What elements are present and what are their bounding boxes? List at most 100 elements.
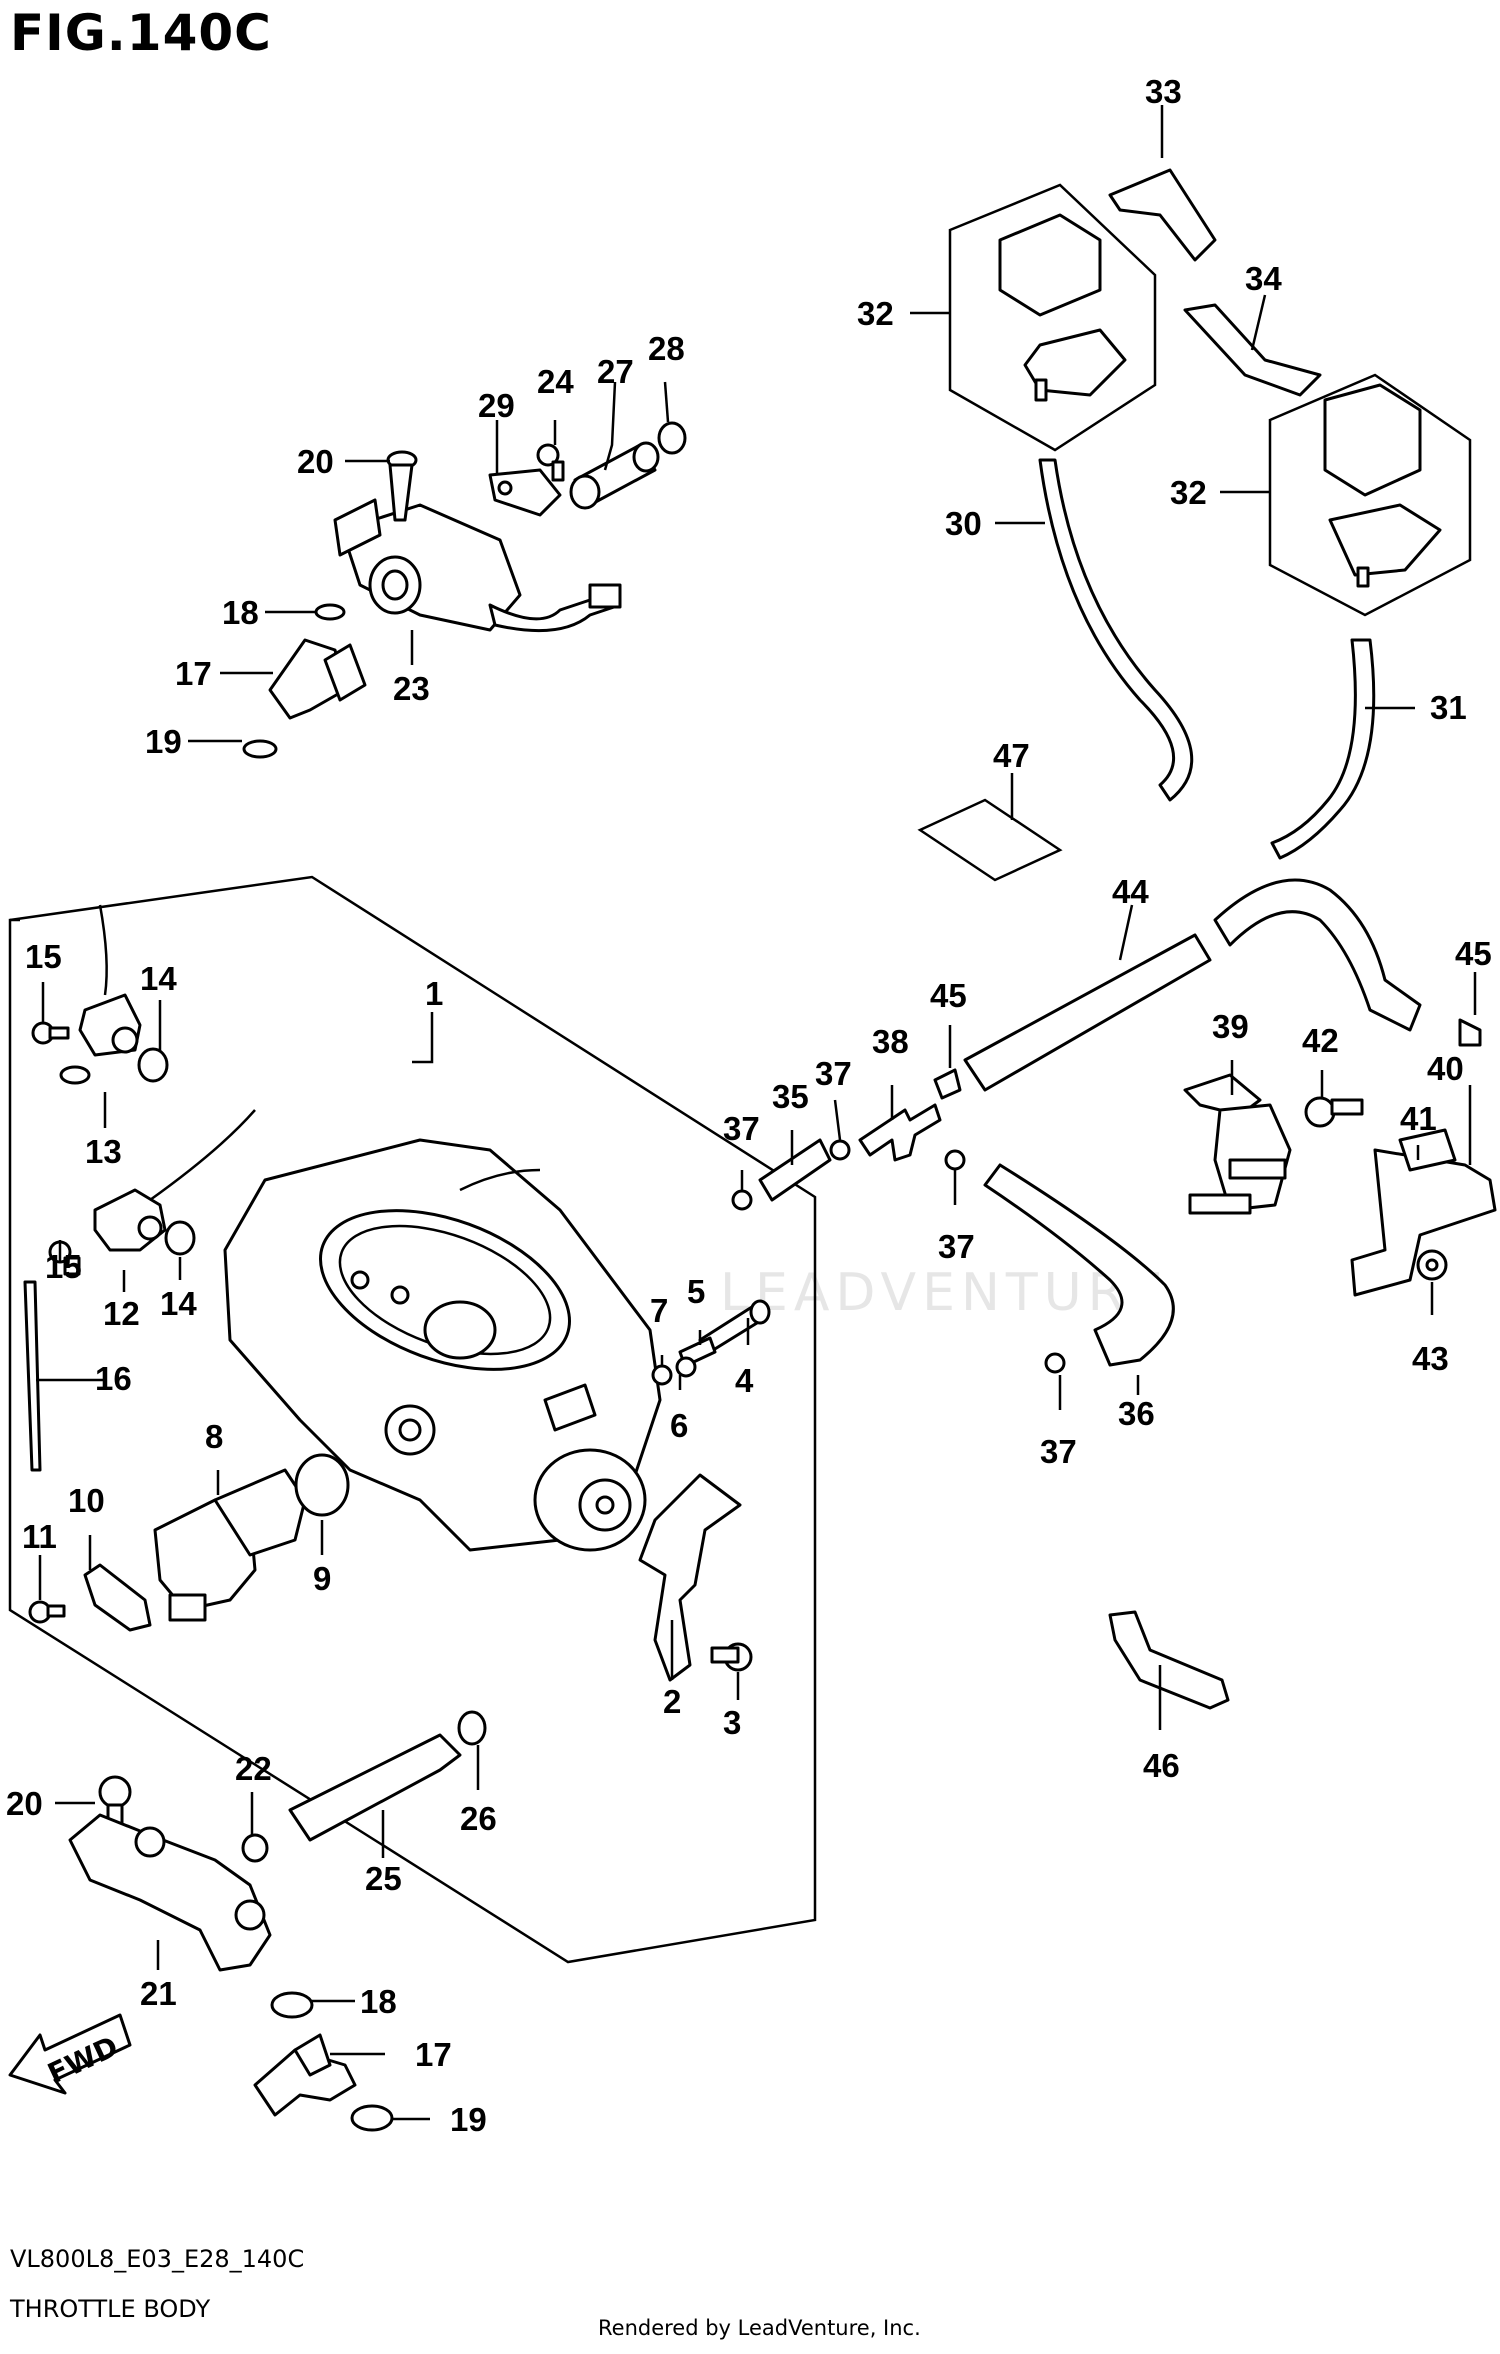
callout-27: 27 (597, 353, 634, 390)
plate-29 (488, 468, 562, 517)
coupler-32-lower (1323, 383, 1442, 588)
callout-4: 4 (735, 1362, 754, 1399)
label-47 (917, 798, 1063, 882)
callout-42: 42 (1302, 1022, 1339, 1059)
watermark: LEADVENTURE (720, 1263, 1169, 1323)
callout-23: 23 (393, 670, 430, 707)
screw-4 (698, 1299, 771, 1354)
callout-37-c: 37 (938, 1228, 975, 1265)
callout-46: 46 (1143, 1747, 1180, 1784)
callout-19-upper: 19 (145, 723, 182, 760)
t-joint-38 (858, 1103, 942, 1162)
callout-37-a: 37 (723, 1110, 760, 1147)
hose-30 (1038, 458, 1194, 802)
callout-15-upper: 15 (25, 938, 62, 975)
bracket-10 (83, 1563, 152, 1632)
callout-45-left: 45 (930, 977, 967, 1014)
callout-9: 9 (313, 1560, 331, 1597)
callout-37-d: 37 (1040, 1433, 1077, 1470)
leader-lines (36, 105, 1477, 2121)
throttle-body-group-frame (8, 875, 817, 1964)
callout-16: 16 (95, 1360, 132, 1397)
callouts: 1 2 3 4 5 6 7 8 9 10 11 12 13 14 14 15 1… (6, 73, 1492, 2138)
cable-tie-16 (23, 1280, 42, 1472)
solenoid-valve-39 (1183, 1073, 1292, 1215)
bracket-40 (1350, 1148, 1497, 1297)
o-ring-9 (294, 1453, 350, 1517)
callout-37-b: 37 (815, 1055, 852, 1092)
coupler-32-upper (998, 213, 1127, 402)
injector-17-lower (253, 2033, 357, 2117)
throttle-body-1 (223, 1138, 662, 1552)
connector-frame-32-lower (1268, 373, 1472, 617)
injector-17-upper (268, 638, 367, 720)
callout-32-lower: 32 (1170, 474, 1207, 511)
clip-45-left (933, 1068, 962, 1100)
sensor-assembly-13 (59, 904, 142, 1085)
callout-47: 47 (993, 737, 1030, 774)
model-code: VL800L8_E03_E28_140C (10, 2245, 305, 2273)
o-ring-18-lower (270, 1991, 314, 2019)
callout-30: 30 (945, 505, 982, 542)
washer-6 (675, 1356, 697, 1378)
connector-frame-32-upper (948, 183, 1157, 452)
callout-35: 35 (772, 1078, 809, 1115)
delivery-pipe-upper (333, 498, 622, 633)
callout-36: 36 (1118, 1395, 1155, 1432)
callout-21: 21 (140, 1975, 177, 2012)
bracket-46 (1108, 1610, 1230, 1710)
o-ring-18-upper (314, 603, 346, 621)
callout-40: 40 (1427, 1050, 1464, 1087)
callout-3: 3 (723, 1704, 741, 1741)
isc-valve-8 (153, 1468, 307, 1622)
callout-39: 39 (1212, 1008, 1249, 1045)
callout-31: 31 (1430, 689, 1467, 726)
callout-17-lower: 17 (415, 2036, 452, 2073)
hose-44 (963, 933, 1212, 1092)
o-ring-19-lower (350, 2104, 394, 2132)
bracket-2 (638, 1473, 742, 1682)
callout-6: 6 (670, 1407, 688, 1444)
o-ring-28 (657, 421, 687, 455)
callout-14-lower: 14 (160, 1285, 197, 1322)
nut-43 (1416, 1249, 1448, 1281)
callout-22: 22 (235, 1750, 272, 1787)
callout-7: 7 (650, 1292, 668, 1329)
callout-15-lower: 15 (45, 1248, 82, 1285)
washer-22 (241, 1833, 269, 1863)
section-name: THROTTLE BODY (10, 2295, 211, 2323)
hose-36 (983, 1163, 1175, 1367)
callout-41: 41 (1400, 1100, 1437, 1137)
clamp-37-d (1044, 1352, 1066, 1374)
figure-title: FIG.140C (10, 4, 272, 62)
hose-44-upper (1213, 878, 1422, 1032)
callout-32-upper: 32 (857, 295, 894, 332)
clamp-37-c (944, 1149, 966, 1171)
hose-35 (758, 1138, 832, 1202)
callout-25: 25 (365, 1860, 402, 1897)
screw-15-upper (31, 1021, 70, 1045)
callout-11: 11 (22, 1518, 57, 1555)
hose-31 (1270, 638, 1376, 860)
callout-10: 10 (68, 1482, 105, 1519)
screw-11 (28, 1600, 66, 1624)
fwd-arrow: FWD (8, 2013, 132, 2095)
callout-17-upper: 17 (175, 655, 212, 692)
clamp-33 (1108, 168, 1217, 262)
callout-5: 5 (687, 1273, 705, 1310)
callout-44: 44 (1112, 873, 1149, 910)
callout-12: 12 (103, 1295, 140, 1332)
callout-1: 1 (425, 975, 443, 1012)
delivery-pipe-21 (68, 1813, 272, 1972)
screw-24 (536, 443, 565, 482)
callout-2: 2 (663, 1683, 681, 1720)
o-ring-7 (651, 1364, 673, 1386)
callout-34: 34 (1245, 260, 1282, 297)
callout-13: 13 (85, 1133, 122, 1170)
callout-14-upper: 14 (140, 960, 177, 997)
clip-45-right (1458, 1018, 1482, 1047)
rendered-by: Rendered by LeadVenture, Inc. (598, 2316, 921, 2340)
clamp-37-a (731, 1189, 753, 1211)
callout-18-lower: 18 (360, 1983, 397, 2020)
